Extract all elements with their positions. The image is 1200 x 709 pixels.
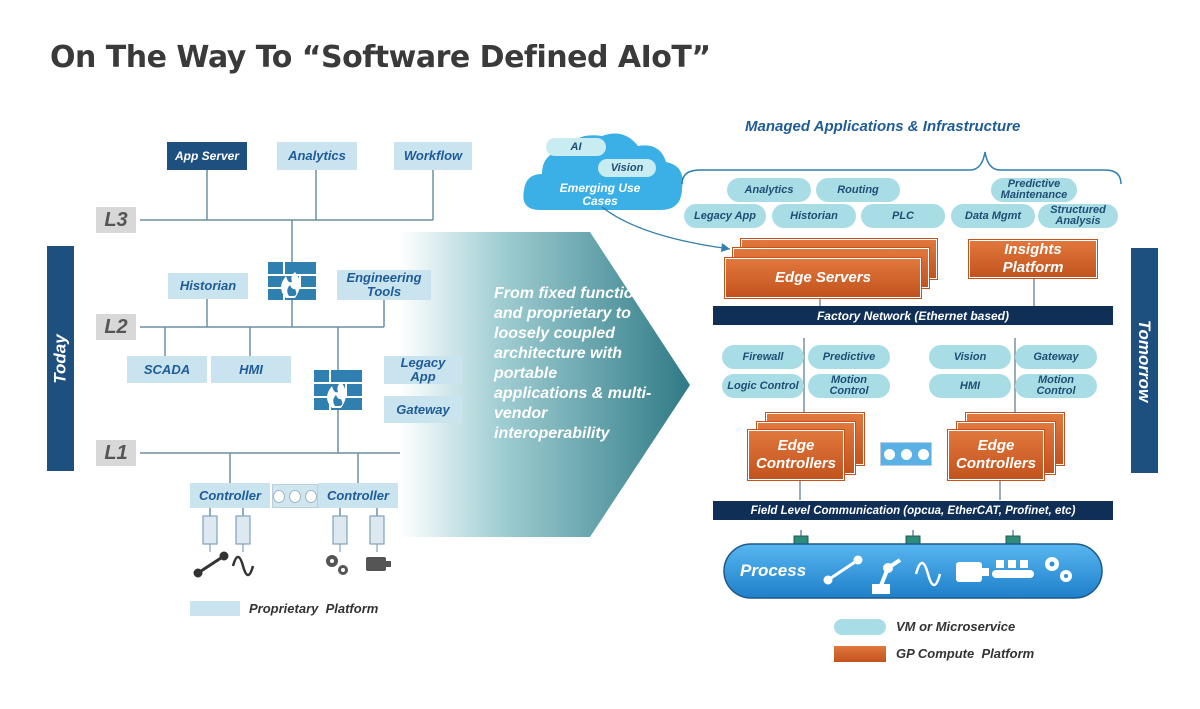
actuator-icon bbox=[193, 551, 229, 578]
process-label: Process bbox=[740, 561, 807, 580]
process-gears-icon bbox=[1045, 557, 1072, 582]
app-server-box: App Server bbox=[167, 142, 247, 170]
ctrl-app-hmi: HMI bbox=[929, 374, 1011, 398]
insights-platform-box: Insights Platform bbox=[969, 240, 1097, 278]
gp-legend-swatch bbox=[834, 646, 886, 662]
managed-apps-heading: Managed Applications & Infrastructure bbox=[745, 118, 1021, 135]
controller-ellipsis bbox=[272, 484, 318, 508]
tomorrow-bar: Tomorrow bbox=[1131, 248, 1158, 473]
level-l2: L2 bbox=[96, 314, 136, 340]
process-bar-graphic bbox=[723, 530, 1103, 599]
vm-legend-label: VM or Microservice bbox=[896, 619, 1016, 634]
process-conveyor-icon bbox=[992, 560, 1034, 578]
process-motor-icon bbox=[956, 562, 989, 582]
proprietary-legend-label: Proprietary Platform bbox=[249, 601, 379, 616]
factory-network-bar: Factory Network (Ethernet based) bbox=[713, 306, 1113, 325]
cloud-arrow bbox=[601, 206, 731, 252]
firewall-icon-2 bbox=[314, 370, 362, 410]
controller-box-1: Controller bbox=[190, 483, 270, 508]
historian-box: Historian bbox=[168, 273, 248, 299]
transition-arrow bbox=[400, 232, 690, 537]
app-pill-legacy-app: Legacy App bbox=[684, 204, 766, 228]
edge-controllers-box-2: Edge Controllers bbox=[948, 430, 1044, 480]
firewall-icon-1 bbox=[268, 262, 316, 300]
engineering-tools-box: Engineering Tools bbox=[337, 270, 431, 300]
motor-icon bbox=[366, 557, 391, 571]
gears-icon bbox=[326, 555, 348, 575]
process-robot-arm-icon bbox=[872, 558, 902, 594]
transition-text: From fixed function and proprietary to l… bbox=[494, 285, 652, 442]
controller-box-2: Controller bbox=[318, 483, 398, 508]
app-pill-analytics: Analytics bbox=[727, 178, 811, 202]
process-actuator-icon bbox=[823, 555, 863, 585]
heading-brace bbox=[681, 151, 1122, 185]
left-wiring bbox=[140, 170, 690, 578]
analytics-box: Analytics bbox=[277, 142, 357, 170]
page-title: On The Way To “Software Defined AIoT” bbox=[50, 40, 711, 75]
app-pill-structured-analysis: Structured Analysis bbox=[1038, 204, 1118, 228]
workflow-box: Workflow bbox=[394, 142, 472, 170]
gp-legend-label: GP Compute Platform bbox=[896, 646, 1035, 661]
level-l3: L3 bbox=[96, 207, 136, 233]
cloud-label: Emerging Use Cases bbox=[559, 181, 641, 208]
field-comm-bar: Field Level Communication (opcua, EtherC… bbox=[713, 501, 1113, 520]
ctrl-app-vision: Vision bbox=[929, 345, 1011, 369]
ctrl-app-motion-control-2: Motion Control bbox=[1015, 374, 1097, 398]
app-pill-historian: Historian bbox=[772, 204, 856, 228]
vm-legend-swatch bbox=[834, 619, 886, 635]
ctrl-app-gateway: Gateway bbox=[1015, 345, 1097, 369]
gateway-box: Gateway bbox=[384, 396, 462, 423]
ctrl-app-motion-control-1: Motion Control bbox=[808, 374, 890, 398]
proprietary-legend-swatch bbox=[190, 601, 240, 616]
app-pill-plc: PLC bbox=[861, 204, 945, 228]
edge-controllers-ellipsis bbox=[880, 442, 932, 466]
edge-controllers-box-1: Edge Controllers bbox=[748, 430, 844, 480]
scada-box: SCADA bbox=[127, 356, 207, 383]
tomorrow-label: Tomorrow bbox=[1135, 319, 1155, 402]
app-pill-routing: Routing bbox=[816, 178, 900, 202]
app-pill-data-mgmt: Data Mgmt bbox=[951, 204, 1035, 228]
cloud-vision-pill: Vision bbox=[598, 159, 656, 177]
ctrl-app-firewall: Firewall bbox=[722, 345, 804, 369]
app-pill-predictive-maintenance: Predictive Maintenance bbox=[991, 178, 1077, 202]
cloud-ai-pill: AI bbox=[546, 138, 606, 156]
level-l1: L1 bbox=[96, 440, 136, 466]
process-sine-icon bbox=[914, 561, 942, 587]
today-bar: Today bbox=[47, 246, 74, 471]
legacy-app-box: Legacy App bbox=[384, 356, 462, 384]
hmi-box: HMI bbox=[211, 356, 291, 383]
ctrl-app-logic-control: Logic Control bbox=[722, 374, 804, 398]
sine-icon bbox=[231, 555, 255, 577]
edge-servers-box: Edge Servers bbox=[725, 258, 921, 298]
ctrl-app-predictive: Predictive bbox=[808, 345, 890, 369]
